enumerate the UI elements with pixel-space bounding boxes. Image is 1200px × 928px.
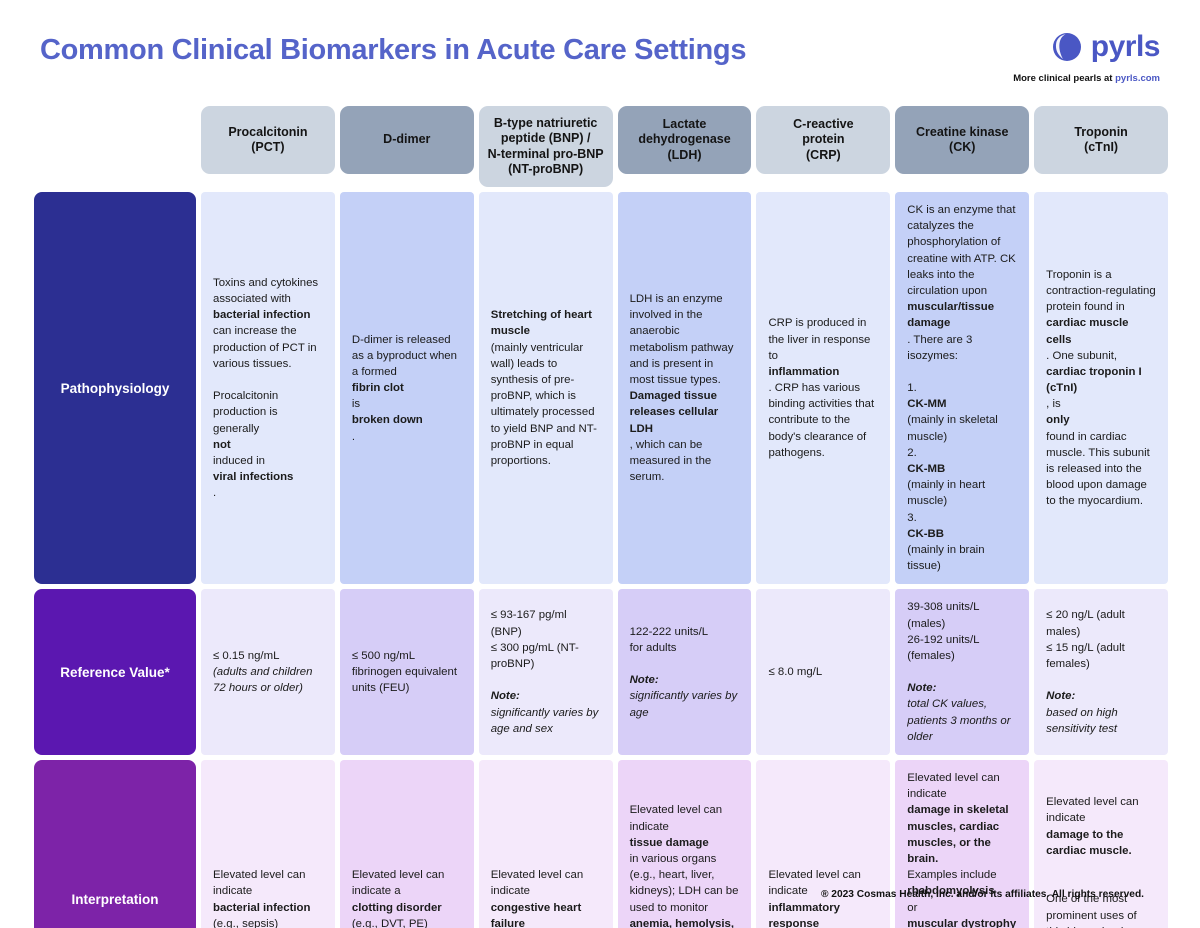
table-cell: Elevated level can indicate a clotting d…	[339, 760, 474, 928]
table-cell: Elevated level can indicate bacterial in…	[201, 760, 335, 928]
pyrls-logo-icon	[1052, 33, 1081, 61]
brand-block: pyrls More clinical pearls at pyrls.com	[1013, 26, 1168, 85]
table-cell: Elevated level can indicate damage in sk…	[895, 760, 1030, 928]
table-cell: CRP is produced in the liver in response…	[756, 192, 891, 585]
table-row: Reference Value*≤ 0.15 ng/mL(adults and …	[34, 589, 1169, 755]
table-cell: ≤ 20 ng/L (adult males)≤ 15 ng/L (adult …	[1034, 589, 1169, 755]
table-cell: D-dimer is released as a byproduct when …	[339, 192, 474, 585]
table-cell: Elevated level can indicate damage to th…	[1034, 760, 1169, 928]
brand-name: pyrls	[1090, 30, 1161, 63]
header-corner-spacer	[34, 106, 196, 187]
table-cell: ≤ 8.0 mg/L	[756, 589, 891, 755]
table-cell: 39-308 units/L (males)26-192 units/L (fe…	[895, 589, 1030, 755]
table-cell: LDH is an enzyme involved in the anaerob…	[617, 192, 752, 585]
column-header-6: Troponin(cTnI)	[1034, 106, 1169, 174]
page-title: Common Clinical Biomarkers in Acute Care…	[40, 34, 747, 66]
row-label-2: Interpretation	[34, 760, 196, 928]
row-label-0: Pathophysiology	[34, 192, 196, 585]
column-header-1: D-dimer	[339, 106, 474, 174]
column-header-5: Creatine kinase(CK)	[895, 106, 1030, 174]
table-cell: Troponin is a contraction-regulating pro…	[1034, 192, 1169, 585]
table-cell: ≤ 500 ng/mL fibrinogen equivalent units …	[339, 589, 474, 755]
table-cell: Toxins and cytokines associated with bac…	[201, 192, 335, 585]
row-label-1: Reference Value*	[34, 589, 196, 755]
table-cell: CK is an enzyme that catalyzes the phosp…	[895, 192, 1030, 585]
table-cell: Elevated level can indicate inflammatory…	[756, 760, 891, 928]
table-cell: Elevated level can indicate tissue damag…	[617, 760, 752, 928]
table-cell: ≤ 93-167 pg/ml (BNP)≤ 300 pg/mL (NT-proB…	[478, 589, 613, 755]
page-header: Common Clinical Biomarkers in Acute Care…	[32, 0, 1168, 85]
table-cell: Stretching of heart muscle (mainly ventr…	[478, 192, 613, 585]
tagline-text: More clinical pearls at	[1013, 73, 1116, 84]
copyright-notice: ® 2023 Cosmas Health, Inc. and/or its af…	[820, 889, 1144, 900]
brand-tagline: More clinical pearls at pyrls.com	[1013, 73, 1160, 84]
table-cell: Elevated level can indicate congestive h…	[478, 760, 613, 928]
column-header-0: Procalcitonin(PCT)	[201, 106, 335, 174]
tagline-link[interactable]: pyrls.com	[1115, 73, 1160, 84]
